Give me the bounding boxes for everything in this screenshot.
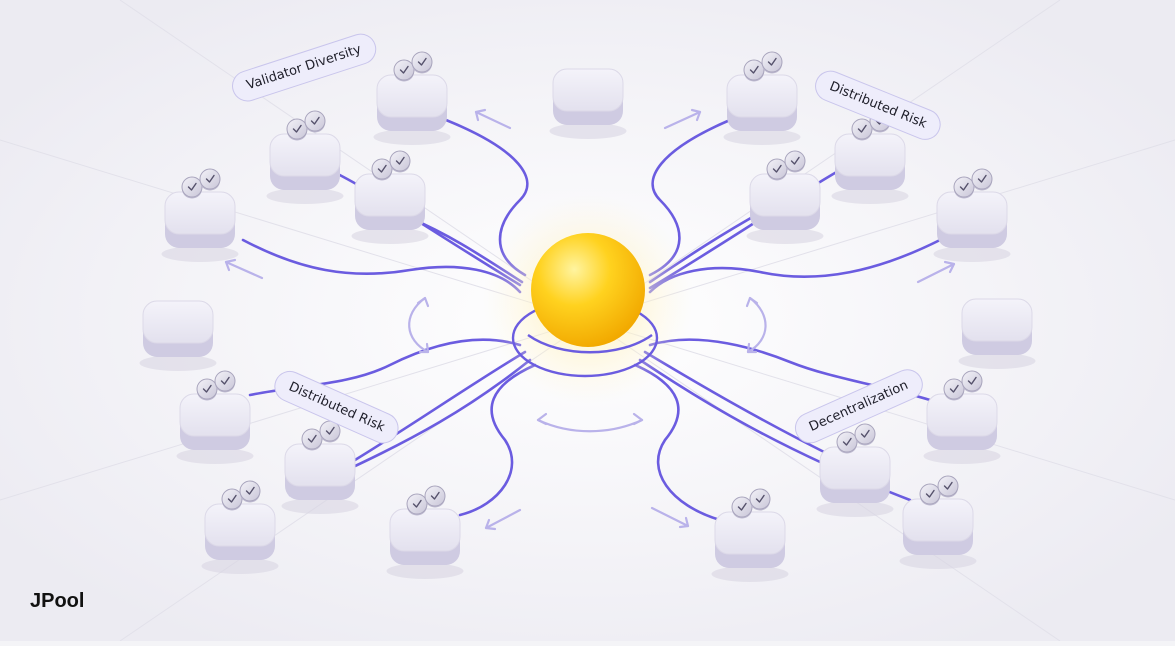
check-coin-icon [761, 51, 783, 74]
check-coin-icon [749, 488, 771, 511]
curved-arrow-icon [536, 412, 644, 433]
validator-node [933, 168, 1011, 262]
validator-nodes [139, 51, 1036, 582]
check-coin-icon [411, 51, 433, 74]
validator-node [176, 370, 254, 464]
check-coin-icon [214, 370, 236, 393]
check-coin-icon [943, 378, 965, 401]
check-coin-icon [937, 475, 959, 498]
connection-line [633, 363, 722, 522]
validator-node [899, 475, 977, 569]
validator-node [549, 68, 627, 139]
arrow-icon [916, 260, 956, 284]
check-coin-icon [196, 378, 218, 401]
check-coin-icon [971, 168, 993, 191]
check-coin-icon [953, 176, 975, 199]
validator-node [161, 168, 239, 262]
validator-node [723, 51, 801, 145]
check-coin-icon [286, 118, 308, 141]
check-coin-icon [731, 496, 753, 519]
hub-ring-front [527, 334, 653, 354]
check-coin-icon [851, 118, 873, 141]
check-coin-icon [743, 59, 765, 82]
check-coin-icon [766, 158, 788, 181]
validator-node [139, 300, 217, 371]
check-coin-icon [301, 428, 323, 451]
curved-arrow-icon [408, 296, 430, 354]
check-coin-icon [406, 493, 428, 516]
arrow-icon [474, 108, 512, 130]
check-coin-icon [836, 431, 858, 454]
check-coin-icon [784, 150, 806, 173]
check-coin-icon [393, 59, 415, 82]
connection-line [458, 363, 537, 517]
validator-node [923, 370, 1001, 464]
validator-node [266, 110, 344, 204]
validator-node [958, 298, 1036, 369]
check-coin-icon [961, 370, 983, 393]
check-coin-icon [919, 483, 941, 506]
arrow-icon [650, 506, 690, 529]
sun-hub-icon [531, 233, 645, 347]
check-coin-icon [239, 480, 261, 503]
validator-node [746, 150, 824, 244]
check-coin-icon [854, 423, 876, 446]
check-coin-icon [181, 176, 203, 199]
brand-logo: JPool [30, 590, 85, 612]
check-coin-icon [424, 485, 446, 508]
validator-node [386, 485, 464, 579]
validator-node [711, 488, 789, 582]
arrow-icon [224, 258, 264, 280]
check-coin-icon [389, 150, 411, 173]
validator-node [831, 110, 909, 204]
check-coin-icon [221, 488, 243, 511]
check-coin-icon [304, 110, 326, 133]
check-coin-icon [371, 158, 393, 181]
validator-node [816, 423, 894, 517]
validator-node [281, 420, 359, 514]
check-coin-icon [199, 168, 221, 191]
arrow-icon [484, 508, 522, 531]
arrow-icon [663, 108, 702, 130]
direction-arrows [224, 108, 956, 531]
validator-node [201, 480, 279, 574]
validator-node [351, 150, 429, 244]
curved-arrow-icon [745, 296, 767, 354]
validator-node [373, 51, 451, 145]
